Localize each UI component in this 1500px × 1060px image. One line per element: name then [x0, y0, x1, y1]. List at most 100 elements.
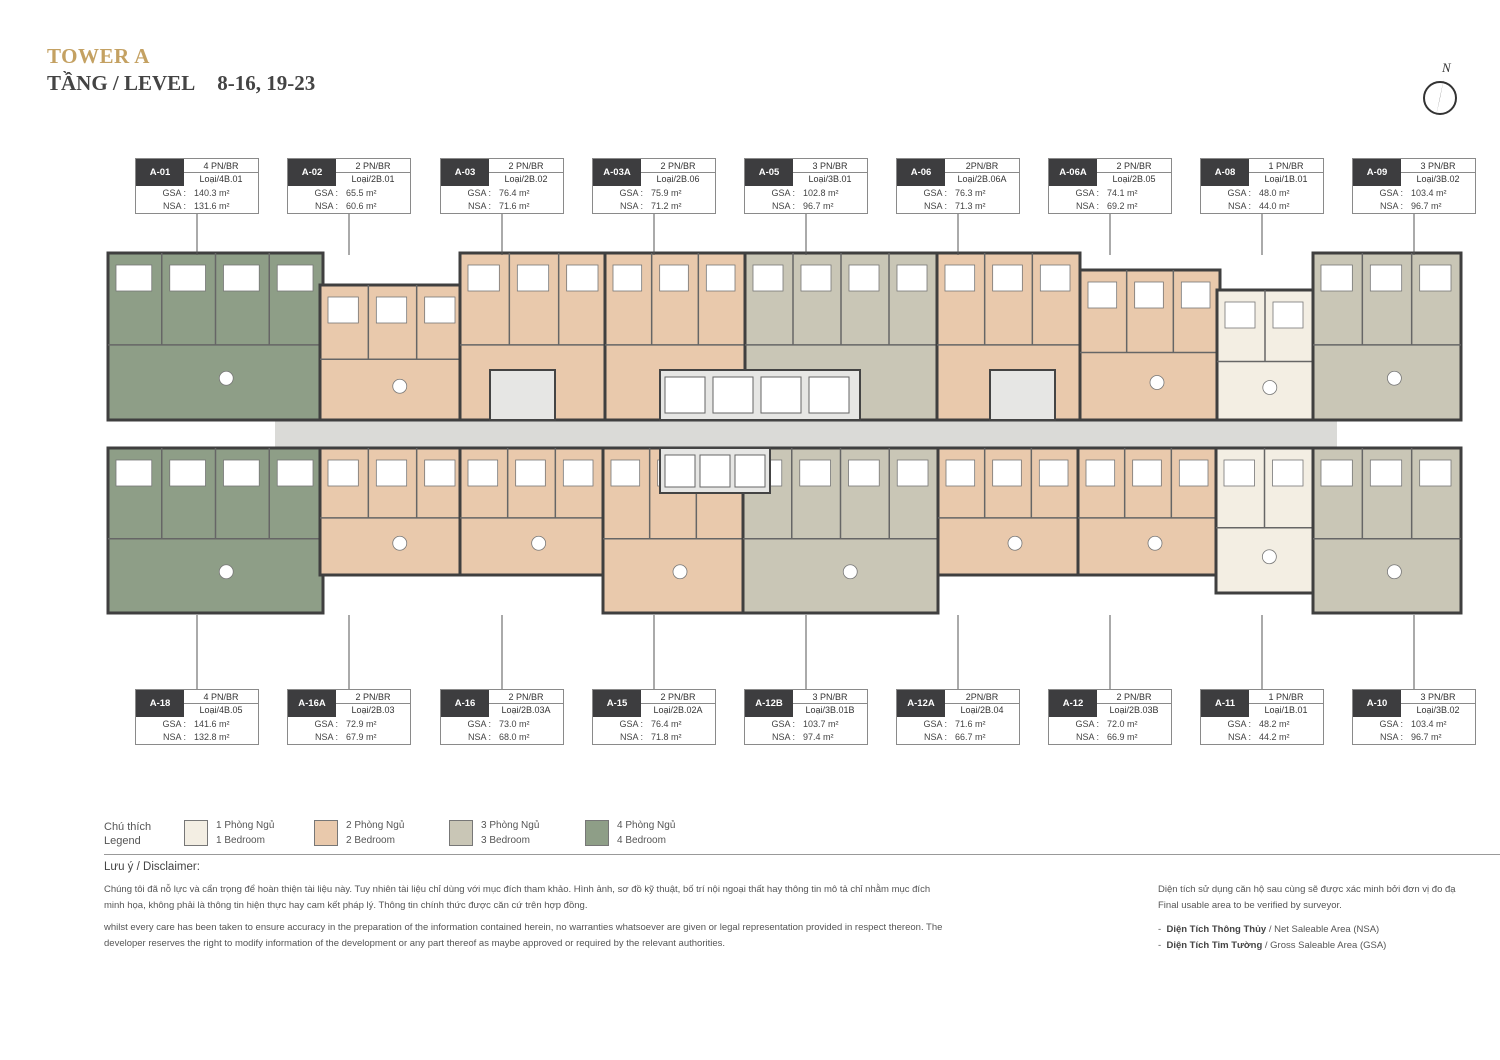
- nsa-label: NSA :: [1075, 732, 1099, 742]
- gsa-label: GSA :: [314, 188, 338, 198]
- unit-bedrooms: 2 PN/BR: [1097, 691, 1171, 704]
- gsa-label: GSA :: [162, 719, 186, 729]
- nsa-label: NSA :: [923, 201, 947, 211]
- lift-shaft: [734, 454, 766, 488]
- nsa-value: 69.2 m²: [1107, 201, 1138, 211]
- unit-bedrooms: 1 PN/BR: [1249, 691, 1323, 704]
- gsa-label: GSA :: [923, 188, 947, 198]
- nsa-label: NSA :: [619, 732, 643, 742]
- unit-bedrooms: 3 PN/BR: [1401, 691, 1475, 704]
- gsa-value: 76.3 m²: [955, 188, 986, 198]
- nsa-value: 67.9 m²: [346, 732, 377, 742]
- legend-label-en: 4 Bedroom: [617, 835, 666, 846]
- gsa-label: GSA :: [1227, 188, 1251, 198]
- north-compass-icon: N: [1423, 60, 1457, 116]
- unit-a-11: [1214, 446, 1315, 595]
- gsa-value: 103.7 m²: [803, 719, 839, 729]
- lift-shaft: [699, 454, 731, 488]
- nsa-value: 60.6 m²: [346, 201, 377, 211]
- unit-a-01: [106, 251, 325, 422]
- gsa-value: 103.4 m²: [1411, 188, 1447, 198]
- unit-id: A-15: [593, 690, 641, 717]
- unit-a-12a: [936, 446, 1080, 577]
- gsa-label: GSA :: [619, 719, 643, 729]
- unit-bedrooms: 4 PN/BR: [184, 160, 258, 173]
- area-definitions: - Diện Tích Thông Thủy / Net Saleable Ar…: [1158, 922, 1386, 954]
- surveyor-note: Diện tích sử dụng căn hộ sau cùng sẽ đượ…: [1158, 882, 1500, 914]
- nsa-value: 68.0 m²: [499, 732, 530, 742]
- unit-id: A-06: [897, 159, 945, 186]
- unit-id: A-16A: [288, 690, 336, 717]
- level-range: 8-16, 19-23: [217, 71, 316, 95]
- stair-core-right: [989, 369, 1056, 421]
- gsa-value: 102.8 m²: [803, 188, 839, 198]
- legend-swatch: [314, 820, 338, 846]
- nsa-label: NSA :: [1227, 732, 1251, 742]
- legend-swatch: [585, 820, 609, 846]
- compass-label: N: [1441, 60, 1452, 75]
- nsa-value: 44.0 m²: [1259, 201, 1290, 211]
- disclaimer-en-line2: developer reserves the right to modify i…: [104, 938, 726, 949]
- unit-type-code: Loại/2B.03: [351, 705, 395, 715]
- gsa-value: 48.2 m²: [1259, 719, 1290, 729]
- gsa-value: 72.0 m²: [1107, 719, 1138, 729]
- gsa-label: GSA :: [1075, 719, 1099, 729]
- unit-bedrooms: 1 PN/BR: [1249, 160, 1323, 173]
- unit-bedrooms: 2PN/BR: [945, 691, 1019, 704]
- unit-id: A-01: [136, 159, 184, 186]
- unit-bedrooms: 3 PN/BR: [793, 160, 867, 173]
- unit-a-06a: [1078, 268, 1222, 422]
- unit-type-code: Loại/2B.04: [960, 705, 1004, 715]
- lift-shaft: [664, 454, 696, 488]
- nsa-value: 71.6 m²: [499, 201, 530, 211]
- legend-title: Chú thích Legend: [104, 820, 174, 848]
- gsa-value: 73.0 m²: [499, 719, 530, 729]
- unit-id: A-12B: [745, 690, 793, 717]
- gsa-label: GSA :: [467, 188, 491, 198]
- gsa-value: 65.5 m²: [346, 188, 377, 198]
- gsa-label: GSA :: [619, 188, 643, 198]
- unit-bedrooms: 2 PN/BR: [489, 691, 563, 704]
- nsa-label: NSA :: [467, 732, 491, 742]
- unit-type-code: Loại/3B.01B: [805, 705, 855, 715]
- unit-id: A-12A: [897, 690, 945, 717]
- nsa-label: NSA :: [467, 201, 491, 211]
- nsa-label: NSA :: [162, 732, 186, 742]
- nsa-label: NSA :: [619, 201, 643, 211]
- lift-shaft: [664, 376, 706, 414]
- gsa-label: GSA :: [1379, 719, 1403, 729]
- gsa-value: 72.9 m²: [346, 719, 377, 729]
- unit-id: A-12: [1049, 690, 1097, 717]
- nsa-value: 97.4 m²: [803, 732, 834, 742]
- unit-id: A-03A: [593, 159, 641, 186]
- legend-title-vi: Chú thích: [104, 821, 152, 833]
- disclaimer-vi-line2: minh họa, không phải là thông tin hiện t…: [104, 900, 588, 911]
- unit-a-18: [106, 446, 325, 615]
- unit-a-12: [1076, 446, 1220, 577]
